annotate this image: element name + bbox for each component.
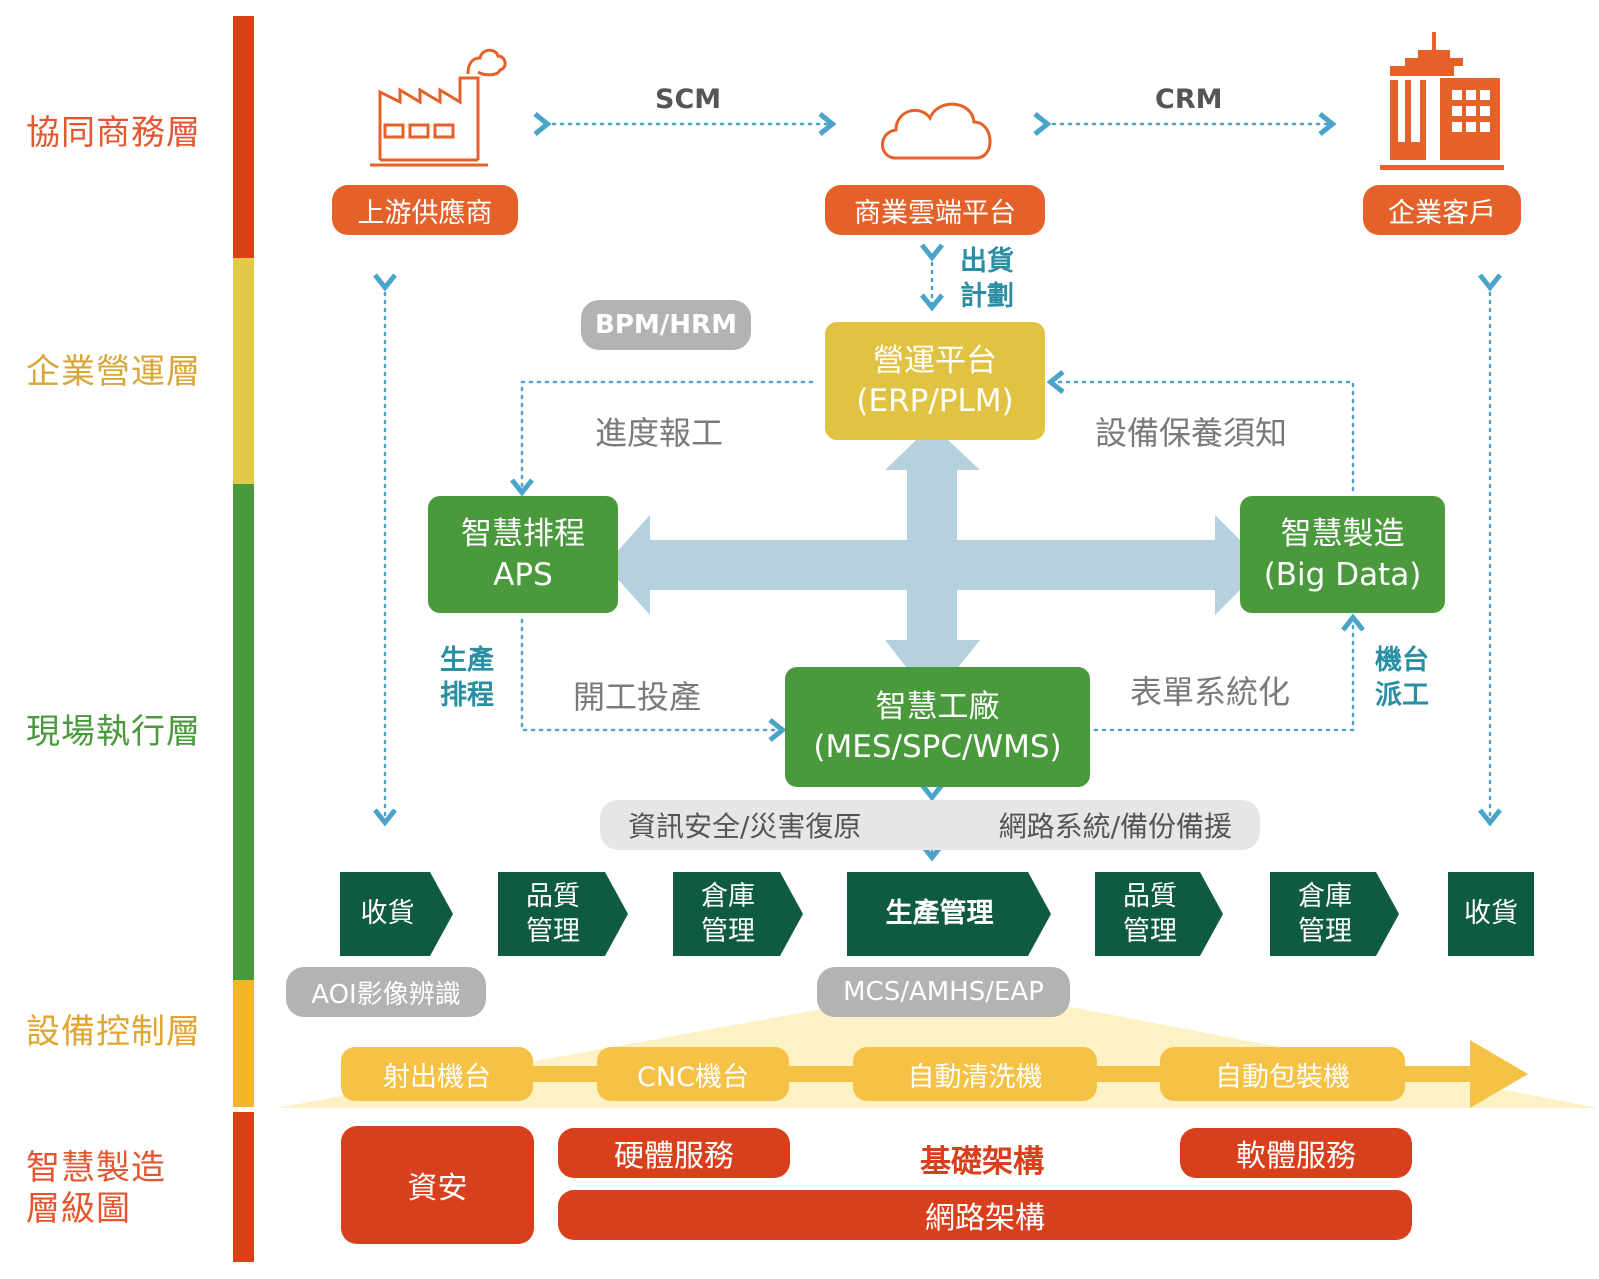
flow-step-6 [1270, 872, 1399, 956]
flow-step-3 [673, 872, 803, 956]
production-schedule-label: 生產排程 [440, 645, 494, 712]
infosec-block: 資安 [341, 1126, 534, 1244]
work-start-label: 開工投產 [573, 678, 702, 716]
maintenance-notice-label: 設備保養須知 [1095, 414, 1288, 452]
layer-label-equip: 設備控制層 [26, 1012, 201, 1052]
progress-report-label: 進度報工 [595, 414, 724, 452]
flow-step-3-label: 倉庫管理 [701, 880, 755, 947]
layer-bar-ops [233, 258, 254, 484]
mcs-pill: MCS/AMHS/EAP [817, 967, 1070, 1017]
crm-label: CRM [1155, 84, 1223, 115]
layer-label-exec: 現場執行層 [26, 712, 201, 752]
security-bar: 資訊安全/災害復原 網路系統/備份備援 [600, 800, 1260, 850]
flow-step-5 [1095, 872, 1223, 956]
network-backup-label: 網路系統/備份備援 [998, 810, 1232, 843]
equipment-flow-arrow [1470, 1040, 1528, 1108]
flow-chevrons [340, 872, 1534, 956]
flow-step-4-label: 生產管理 [885, 898, 994, 930]
flow-step-1 [340, 872, 453, 956]
building-icon [1380, 32, 1504, 170]
supplier-pill: 上游供應商 [332, 185, 518, 235]
equipment-cnc: CNC機台 [597, 1047, 789, 1101]
layer-label-smart: 智慧製造 層級圖 [26, 1148, 166, 1229]
form-system-label: 表單系統化 [1130, 673, 1291, 711]
equipment-washer: 自動清洗機 [853, 1047, 1097, 1101]
shipping-plan-label: 出貨計劃 [960, 246, 1014, 313]
layer-bar-collab [233, 16, 254, 258]
foundation-label: 基礎架構 [920, 1144, 1044, 1180]
flow-step-2 [498, 872, 628, 956]
cloud-platform-pill: 商業雲端平台 [825, 185, 1045, 235]
hardware-service-pill: 硬體服務 [558, 1128, 790, 1178]
network-architecture-bar: 網路架構 [558, 1190, 1412, 1240]
bpm-hrm-pill: BPM/HRM [581, 300, 751, 350]
ops-platform-box: 營運平台(ERP/PLM) [825, 322, 1045, 440]
layer-label-collab: 協同商務層 [26, 113, 201, 153]
factory-icon [370, 48, 507, 167]
smart-factory-box: 智慧工廠(MES/SPC/WMS) [785, 667, 1090, 787]
scm-label: SCM [655, 84, 722, 115]
customer-pill: 企業客戶 [1363, 185, 1521, 235]
layer-bar-exec [233, 484, 254, 980]
software-service-pill: 軟體服務 [1180, 1128, 1412, 1178]
bigdata-box: 智慧製造(Big Data) [1240, 496, 1445, 613]
layer-bar-smart [233, 1112, 254, 1262]
layer-label-ops: 企業營運層 [26, 352, 201, 392]
equipment-packer: 自動包裝機 [1160, 1047, 1405, 1101]
flow-step-6-label: 倉庫管理 [1298, 880, 1352, 947]
cross-arrows [605, 425, 1265, 700]
flow-step-7 [1448, 872, 1534, 956]
machine-dispatch-label: 機台派工 [1375, 645, 1429, 712]
security-recovery-label: 資訊安全/災害復原 [628, 810, 862, 843]
layer-bar-equip [233, 980, 254, 1107]
flow-step-5-label: 品質管理 [1123, 880, 1177, 947]
flow-step-4 [847, 872, 1051, 956]
flow-step-2-label: 品質管理 [526, 880, 580, 947]
equipment-injection: 射出機台 [341, 1047, 533, 1101]
aoi-pill: AOI影像辨識 [286, 967, 486, 1017]
flow-step-7-label: 收貨 [1464, 898, 1518, 930]
cloud-icon [881, 102, 992, 160]
flow-step-1-label: 收貨 [360, 898, 415, 930]
